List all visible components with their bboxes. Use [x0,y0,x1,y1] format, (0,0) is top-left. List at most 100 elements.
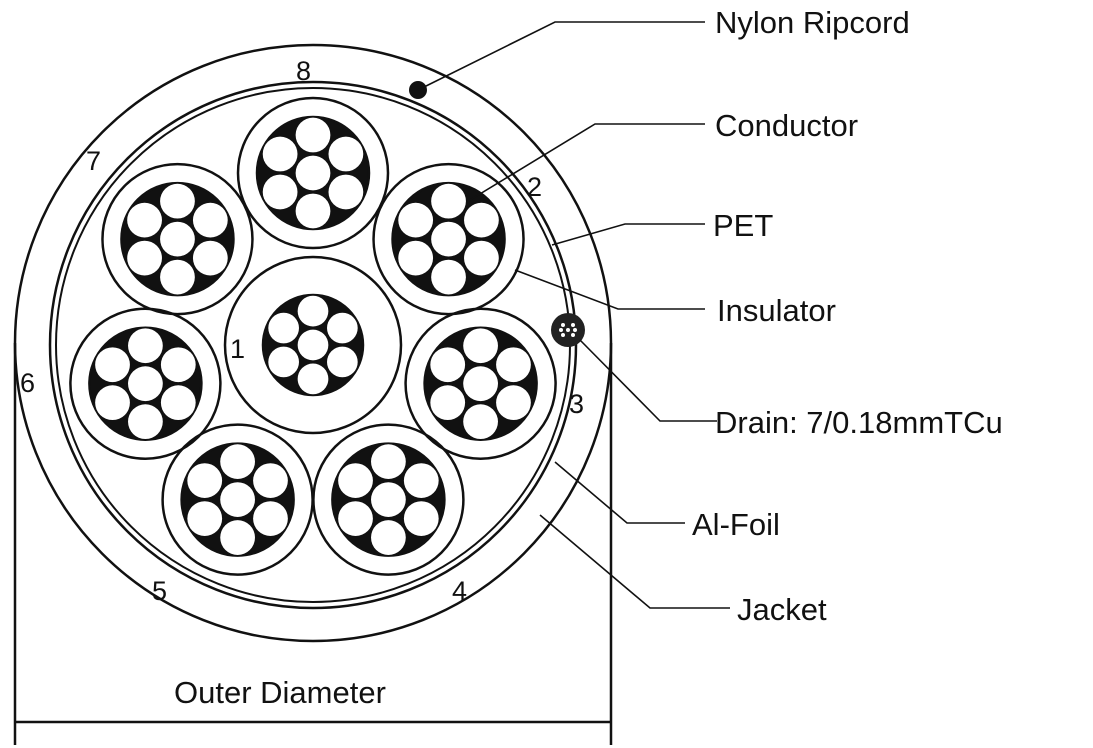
leader-insulator [514,269,705,310]
conductor-strand [328,136,364,172]
conductor-strand [187,463,223,498]
conductor-strand [297,329,329,361]
conductor-strand [338,463,373,498]
conductor-strand [128,366,163,402]
conductor-strand [253,501,288,536]
conductor-strand [430,347,466,383]
conductor-strand [295,155,331,191]
drain-strand [571,333,575,337]
insulator-circle [69,307,222,460]
conductor-strand [463,404,498,440]
cores-group [69,96,557,576]
conductor-strand [371,520,406,555]
core-number-8: 8 [296,56,311,86]
conductor-strand [398,202,434,238]
drain-wire [551,313,585,347]
core-number-7: 7 [86,146,101,176]
conductor-strand [128,404,163,440]
label-conductor: Conductor [715,108,858,143]
conductor-strand [430,385,466,421]
leader-ripcord [417,21,705,91]
conductor-strand [95,347,130,383]
leader-al-foil [554,461,685,524]
conductor-strand [220,482,255,517]
leader-drain [579,339,717,422]
conductor-strand [463,366,498,402]
leader-pet [551,223,705,246]
core-number-6: 6 [20,368,35,398]
insulator-circle [404,307,557,460]
core-1 [223,255,403,435]
core-number-4: 4 [452,576,467,606]
insulator-circle [372,162,525,316]
drain-strand [561,323,565,327]
core-3 [404,307,557,460]
conductor-strand [268,312,299,344]
conductor-strand [187,501,223,536]
label-insulator: Insulator [717,293,836,328]
label-jacket: Jacket [737,592,827,627]
conductor-strand [403,501,439,536]
conductor-strand [295,193,331,229]
conductor-strand [127,202,162,238]
insulator-circle [161,423,314,576]
conductor-strand [297,363,329,395]
conductor-strand [268,346,299,378]
conductor-strand [496,385,531,421]
conductor-strand [192,240,228,276]
core-6 [69,307,222,460]
conductor-strand [431,221,466,257]
conductor-strand [95,385,130,421]
conductor-strand [262,136,298,172]
conductor-strand [328,174,364,210]
drain-strand [566,328,570,332]
conductor-strand [338,501,373,536]
conductor-strand [464,240,499,276]
drain-strand [571,323,575,327]
conductor-strand [371,444,406,480]
insulator-circle [236,96,390,250]
core-number-2: 2 [527,172,542,202]
conductor-strand [128,328,163,364]
conductor-strand [160,347,196,383]
conductor-strand [463,328,498,364]
conductor-strand [371,482,406,517]
insulator-circle [223,255,403,435]
insulator-circle [101,162,254,316]
conductor-strand [160,183,195,219]
conductor-strand [431,259,466,295]
core-7 [101,162,254,316]
label-outer-diameter: Outer Diameter [174,675,386,710]
drain-strand [561,333,565,337]
conductor-strand [160,259,195,295]
conductor-strand [464,202,499,238]
drain-strand [559,328,563,332]
label-pet: PET [713,208,773,243]
core-number-3: 3 [569,389,584,419]
core-5 [161,423,314,576]
conductor-strand [403,463,439,498]
conductor-strand [192,202,228,238]
drain-strand [573,328,577,332]
conductor-strand [160,385,196,421]
leader-jacket [539,514,730,609]
core-2 [372,162,525,316]
leader-conductor [469,123,705,201]
conductor-strand [262,174,298,210]
label-nylon-ripcord: Nylon Ripcord [715,5,910,40]
label-drain: Drain: 7/0.18mmTCu [715,405,1003,440]
conductor-strand [327,312,358,344]
conductor-strand [295,117,331,153]
conductor-strand [496,347,531,383]
conductor-strand [220,444,255,480]
conductor-strand [297,295,329,327]
core-8 [236,96,390,250]
conductor-strand [398,240,434,276]
conductor-strand [327,346,358,378]
conductor-strand [431,183,466,219]
conductor-strand [253,463,288,498]
conductor-strand [127,240,162,276]
core-number-5: 5 [152,576,167,606]
conductor-strand [220,520,255,555]
